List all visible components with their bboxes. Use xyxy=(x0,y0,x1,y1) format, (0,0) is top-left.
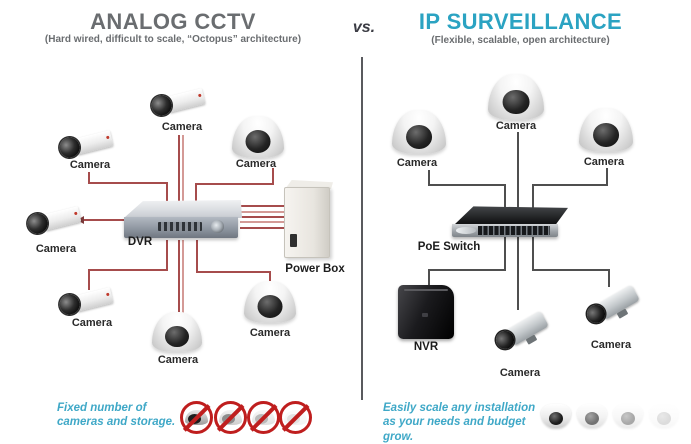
camera-label: Camera xyxy=(583,156,625,168)
banned-camera-icon xyxy=(247,401,280,434)
ip-connection-line xyxy=(428,184,506,186)
analog-connection-line xyxy=(272,168,274,185)
camera-lens xyxy=(165,325,189,348)
analog-connection-line xyxy=(196,240,198,273)
analog-note: Fixed number of cameras and storage. xyxy=(57,402,176,429)
ip-dome-camera xyxy=(488,74,544,120)
dvr-powerbox-cable xyxy=(240,216,286,218)
dome-camera xyxy=(244,281,296,323)
dvr-buttons xyxy=(158,222,202,231)
camera-lens xyxy=(257,295,283,318)
camera-label: Camera xyxy=(35,243,77,255)
analog-connection-line xyxy=(166,182,168,202)
analog-connection-line xyxy=(166,240,168,271)
versus-text: vs. xyxy=(352,19,376,36)
camera-label: Camera xyxy=(161,121,203,133)
power-box-label: Power Box xyxy=(285,263,345,275)
analog-connection-line xyxy=(178,135,180,201)
banned-camera-icon xyxy=(214,401,247,434)
dvr-powerbox-cable xyxy=(240,205,286,207)
poe-switch-device xyxy=(452,206,570,240)
analog-connection-line xyxy=(269,271,271,285)
ip-subtitle: (Flexible, scalable, open architecture) xyxy=(431,35,610,46)
analog-title: ANALOG CCTV xyxy=(90,9,256,34)
poe-switch-label: PoE Switch xyxy=(417,241,481,253)
dvr-knob xyxy=(211,220,224,233)
camera-lens xyxy=(593,122,619,147)
analog-subtitle: (Hard wired, difficult to scale, “Octopu… xyxy=(44,34,302,45)
nvr-label: NVR xyxy=(413,341,439,353)
camera-label: Camera xyxy=(396,157,438,169)
camera-lens xyxy=(245,130,271,153)
analog-connection-line xyxy=(195,183,274,185)
banned-camera-icon xyxy=(279,401,312,434)
dome-camera xyxy=(232,116,284,158)
analog-connection-line xyxy=(195,183,197,202)
banned-camera-icon xyxy=(180,401,213,434)
camera-label: Camera xyxy=(235,158,277,170)
camera-label: Camera xyxy=(157,354,199,366)
dvr-powerbox-cable xyxy=(240,227,286,229)
analog-connection-line xyxy=(178,240,180,314)
ip-dome-camera xyxy=(579,108,633,152)
power-box-slot xyxy=(290,234,297,247)
ip-connection-line xyxy=(428,269,506,271)
analog-connection-line xyxy=(88,182,168,184)
center-divider xyxy=(361,57,363,400)
dvr-label: DVR xyxy=(127,236,153,248)
bullet-camera xyxy=(57,287,118,321)
ip-box-camera xyxy=(492,310,554,356)
scale-camera-icon xyxy=(540,402,572,430)
ip-dome-camera xyxy=(392,110,446,154)
dome-camera xyxy=(152,312,202,352)
ip-connection-line xyxy=(532,269,610,271)
camera-label: Camera xyxy=(499,367,541,379)
camera-label: Camera xyxy=(249,327,291,339)
dvr-powerbox-cable xyxy=(240,211,286,213)
camera-lens xyxy=(406,124,432,149)
analog-connection-line xyxy=(84,219,126,221)
scale-camera-icon xyxy=(576,402,608,430)
switch-ports xyxy=(478,226,550,235)
bullet-camera xyxy=(149,88,210,122)
bullet-camera xyxy=(25,206,86,240)
nvr-device xyxy=(398,285,454,339)
camera-label: Camera xyxy=(495,120,537,132)
camera-lens xyxy=(502,89,530,115)
analog-connection-line xyxy=(88,269,168,271)
analog-connection-line xyxy=(196,271,271,273)
ip-note: Easily scale any installation as your ne… xyxy=(383,402,536,443)
camera-label: Camera xyxy=(69,159,111,171)
dvr-powerbox-cable xyxy=(240,221,286,223)
analog-connection-line xyxy=(88,269,90,290)
scale-camera-icon xyxy=(648,402,680,430)
ip-connection-line xyxy=(428,170,430,186)
dvr-device xyxy=(124,200,242,242)
ip-connection-line xyxy=(608,269,610,287)
camera-label: Camera xyxy=(590,339,632,351)
ip-connection-line xyxy=(606,168,608,186)
camera-label: Camera xyxy=(71,317,113,329)
analog-connection-line xyxy=(88,172,90,184)
ip-box-camera xyxy=(583,284,645,330)
camera-body xyxy=(165,88,206,113)
ip-connection-line xyxy=(532,184,608,186)
power-box-device xyxy=(284,180,336,260)
ip-title: IP SURVEILLANCE xyxy=(418,9,623,34)
scale-camera-icon xyxy=(612,402,644,430)
ip-connection-line xyxy=(428,269,430,287)
